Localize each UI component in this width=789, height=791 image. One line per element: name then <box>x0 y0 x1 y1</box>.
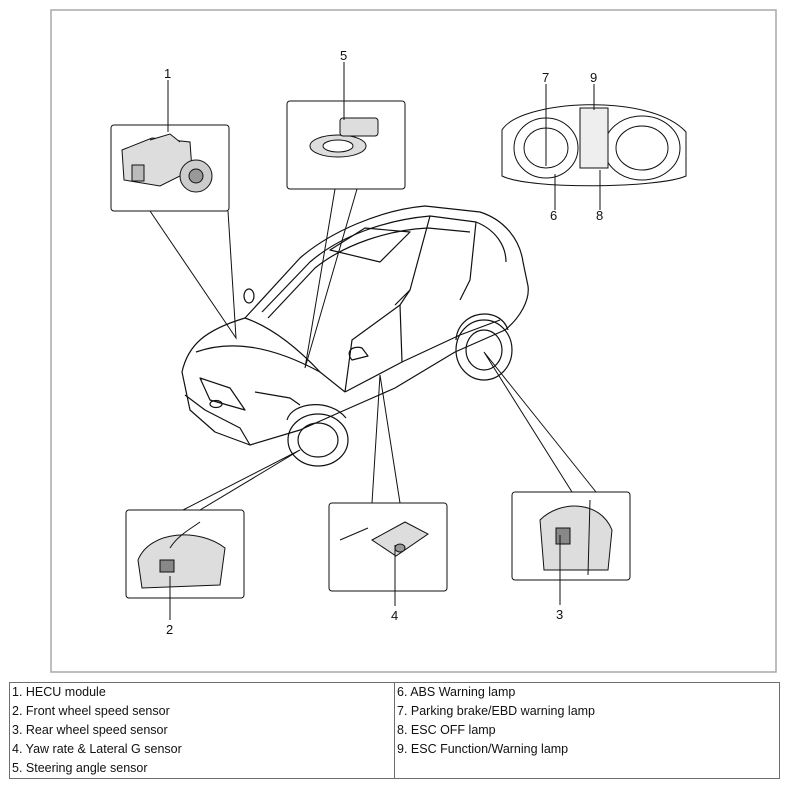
inset-hecu-module <box>110 124 230 212</box>
legend-item-esc-off-lamp: 8. ESC OFF lamp <box>397 723 496 737</box>
inset-rear-wheel-speed-sensor <box>511 491 631 581</box>
inset-instrument-cluster <box>501 104 687 187</box>
legend-item-yaw-rate-sensor: 4. Yaw rate & Lateral G sensor <box>12 742 182 756</box>
component-location-diagram: 1 5 7 9 6 8 2 4 3 <box>50 9 777 673</box>
legend-item-steering-angle-sensor: 5. Steering angle sensor <box>12 761 148 775</box>
callout-3: 3 <box>556 607 563 622</box>
legend-item-parking-brake-ebd-lamp: 7. Parking brake/EBD warning lamp <box>397 704 596 718</box>
inset-steering-angle-sensor <box>286 100 406 190</box>
front-wheel <box>286 404 349 467</box>
legend-column-right: 6. ABS Warning lamp 7. Parking brake/EBD… <box>394 682 780 779</box>
leader-lines <box>149 62 601 620</box>
callout-9: 9 <box>590 70 597 85</box>
car-illustration <box>181 205 529 446</box>
inset-front-wheel-speed-sensor <box>125 509 245 599</box>
legend-item-abs-warning-lamp: 6. ABS Warning lamp <box>397 685 516 699</box>
callout-6: 6 <box>550 208 557 223</box>
legend-column-left: 1. HECU module 2. Front wheel speed sens… <box>9 682 395 779</box>
callout-4: 4 <box>391 608 398 623</box>
callout-8: 8 <box>596 208 603 223</box>
callout-5: 5 <box>340 48 347 63</box>
legend-item-esc-function-warning-lamp: 9. ESC Function/Warning lamp <box>397 742 569 756</box>
legend-row: 1. HECU module 2. Front wheel speed sens… <box>9 682 780 779</box>
legend-table: 1. HECU module 2. Front wheel speed sens… <box>9 682 780 779</box>
rear-wheel <box>455 313 513 381</box>
callout-2: 2 <box>166 622 173 637</box>
legend-item-hecu-module: 1. HECU module <box>12 685 106 699</box>
callout-1: 1 <box>164 66 171 81</box>
inset-yaw-rate-sensor <box>328 502 448 592</box>
legend-item-front-wheel-speed-sensor: 2. Front wheel speed sensor <box>12 704 170 718</box>
legend-item-rear-wheel-speed-sensor: 3. Rear wheel speed sensor <box>12 723 168 737</box>
callout-7: 7 <box>542 70 549 85</box>
